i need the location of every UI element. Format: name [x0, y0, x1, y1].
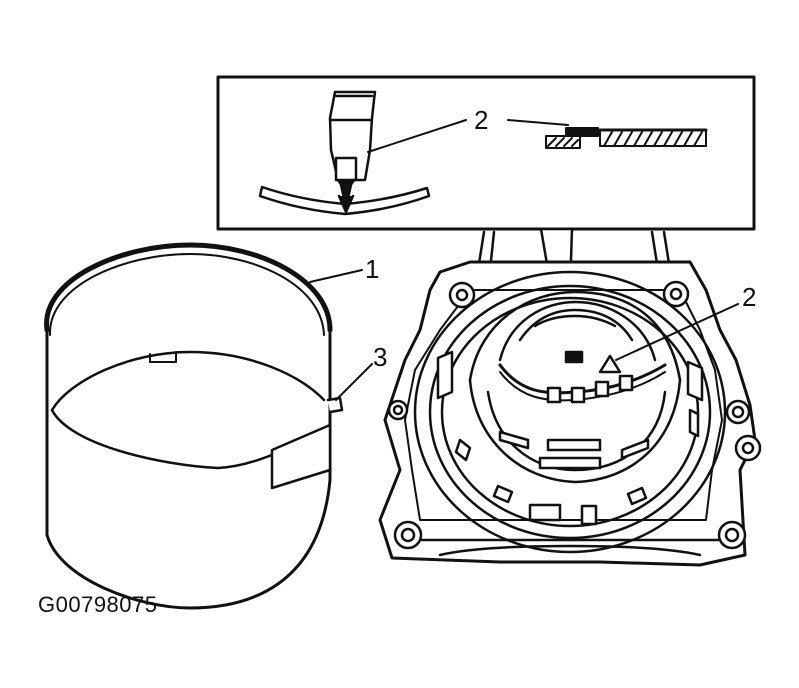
housing-callout-leader: [615, 303, 739, 361]
detail-callout-leader: [367, 119, 467, 153]
transmission-housing: [378, 230, 762, 567]
tab-callout-3: 3: [373, 342, 387, 372]
figure-id-label: G00798075: [38, 592, 158, 617]
bore-rings: [413, 270, 727, 554]
detail-callout-2: 2: [474, 105, 488, 135]
clutch-drum: [436, 290, 704, 526]
bolt-bosses: [387, 280, 762, 550]
cross-section-detail: [507, 119, 708, 149]
band-callout-1: 1: [365, 254, 379, 284]
band-callout-leader: [309, 269, 363, 283]
band-end-detail: [258, 90, 431, 216]
housing-callout-2: 2: [742, 282, 756, 312]
tab-callout-leader: [335, 363, 373, 401]
detail-inset: 2: [216, 75, 756, 354]
brake-band: [44, 242, 344, 610]
housing-base: [420, 538, 722, 557]
